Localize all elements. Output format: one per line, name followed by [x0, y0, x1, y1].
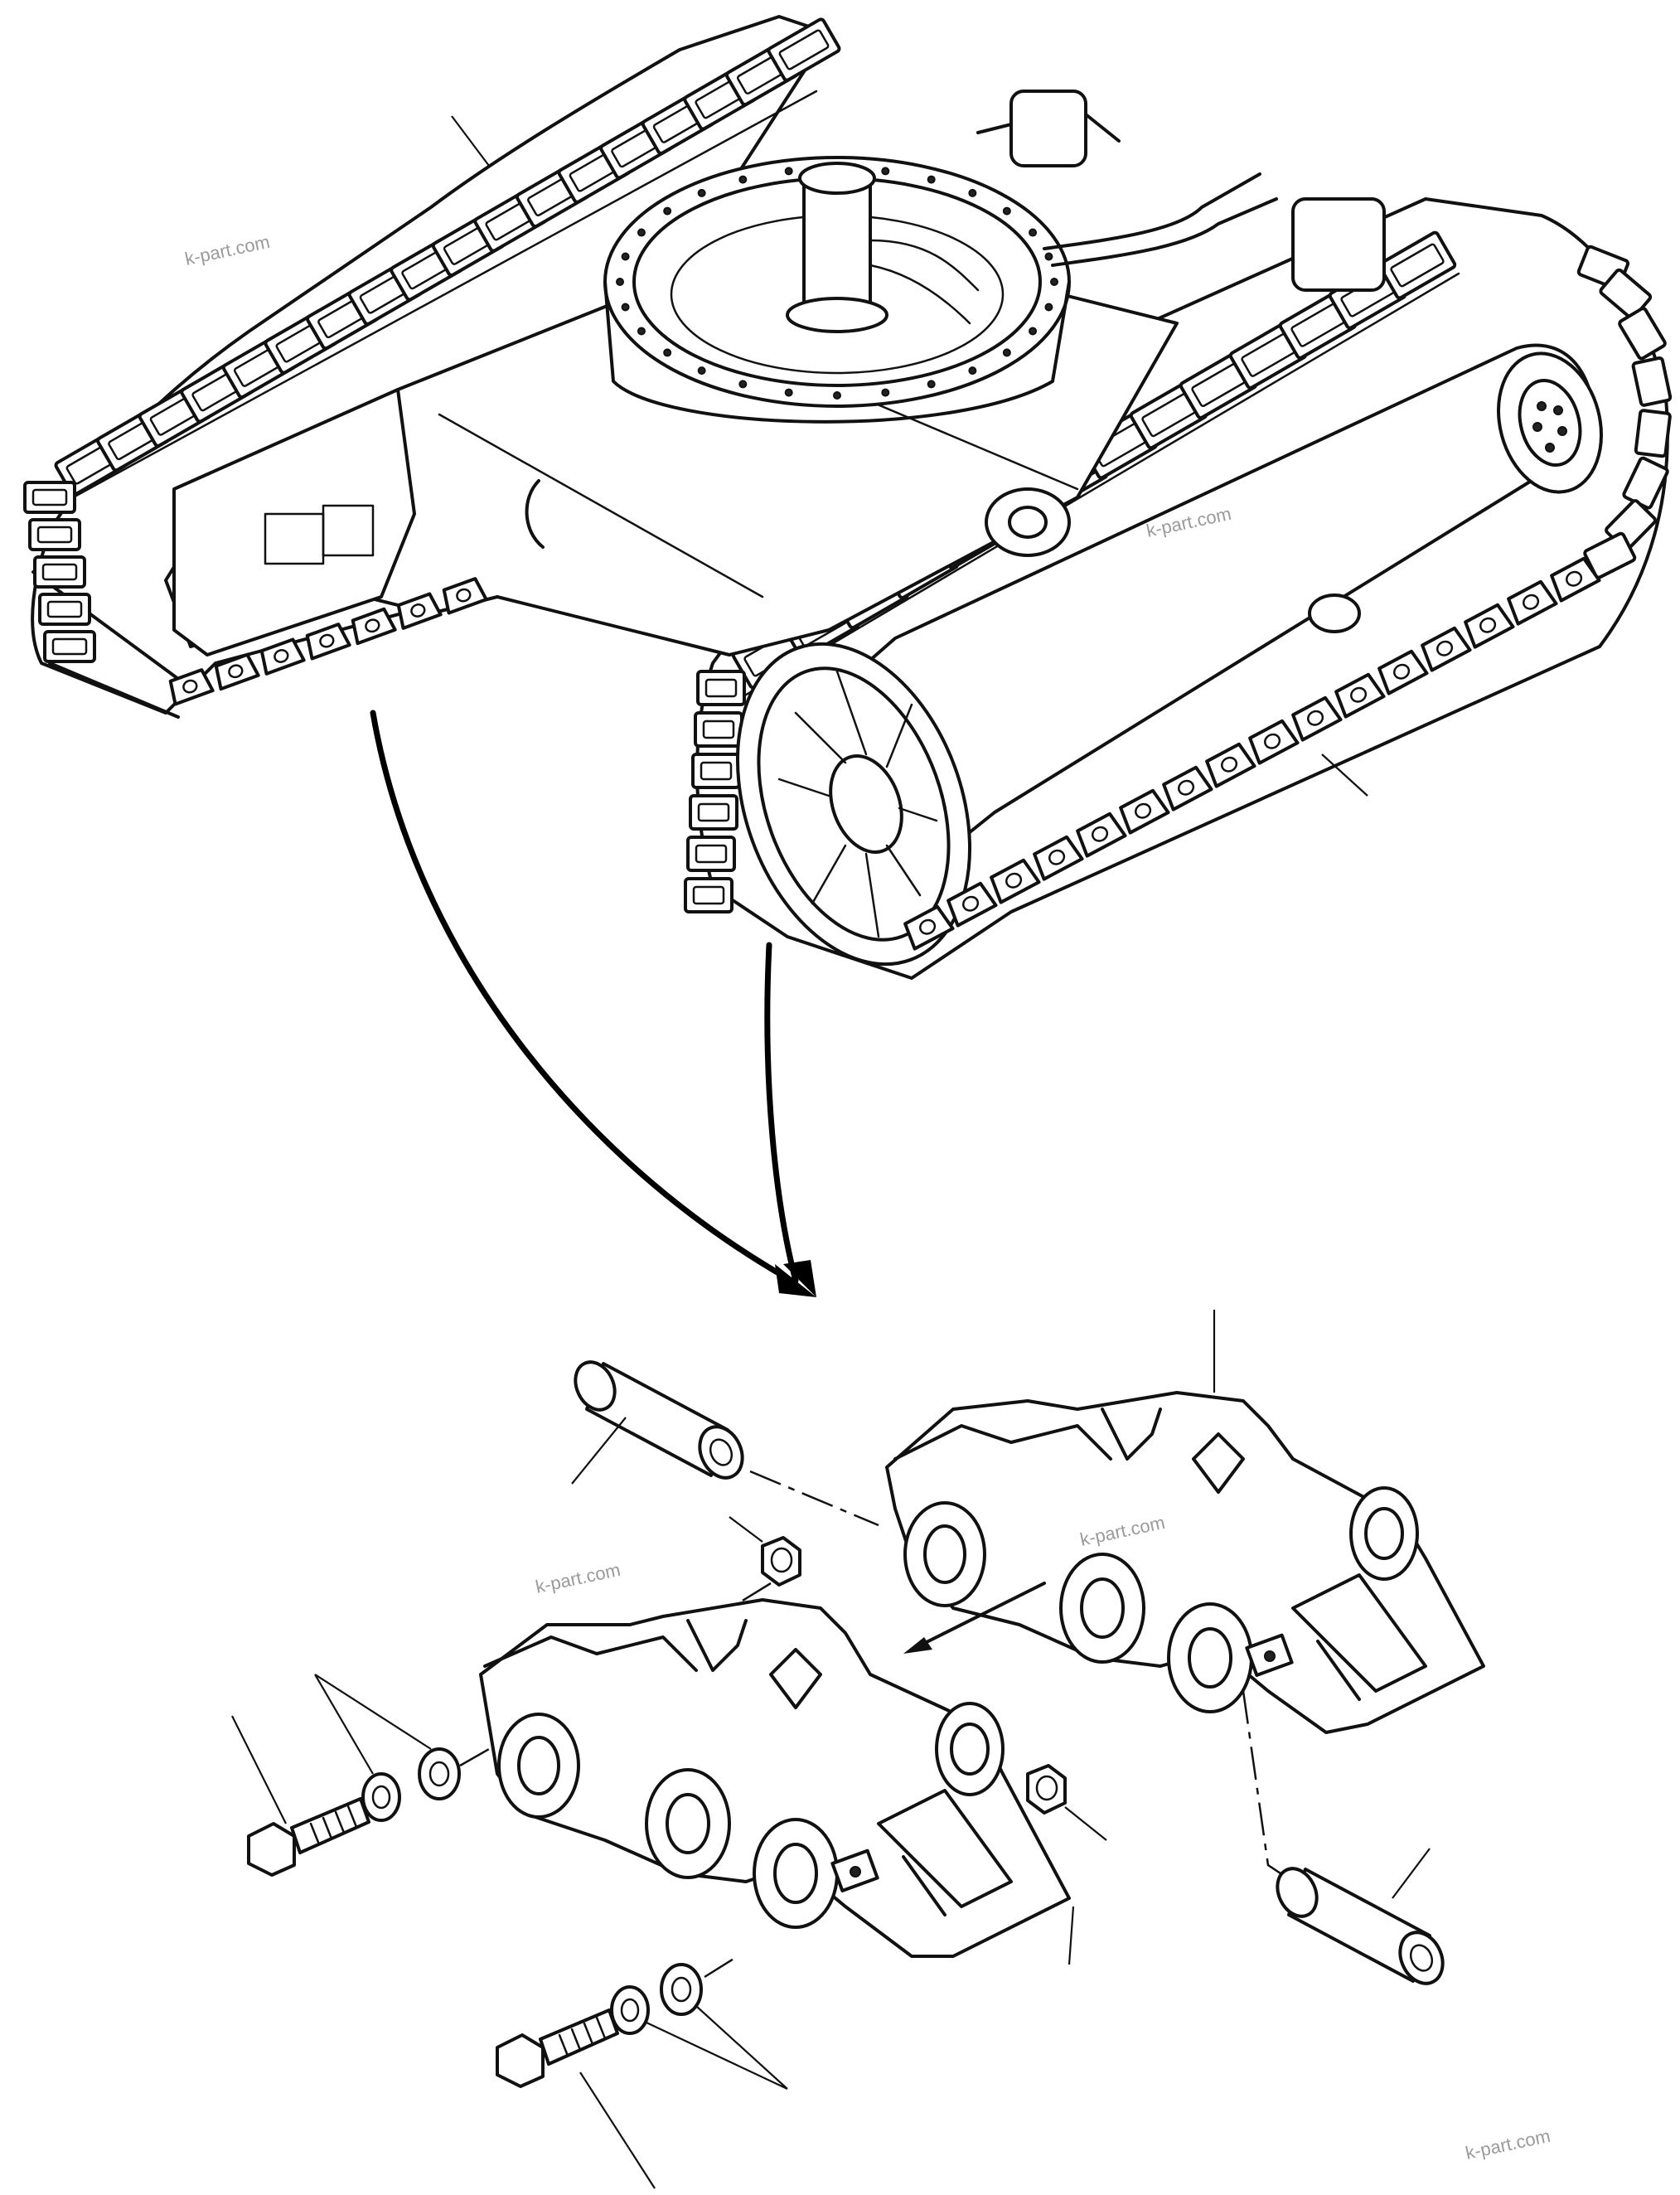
track-shoe [696, 670, 746, 706]
washers-lower [610, 1963, 703, 2035]
roller-tooth [259, 637, 306, 676]
roller-tooth [947, 881, 998, 928]
left-track-frame-end [172, 388, 416, 657]
roller-tooth [1464, 603, 1515, 649]
arrow-head [783, 1260, 816, 1297]
roller-tooth [1076, 812, 1127, 858]
track-pin-lower [1276, 1867, 1445, 1985]
bolt-middle [247, 1797, 370, 1877]
track-shoe [28, 518, 81, 551]
track-shoe [689, 794, 738, 831]
idler-wheel [735, 642, 972, 967]
drive-sprocket [1497, 351, 1603, 494]
roller-tooth [351, 607, 397, 646]
roller-tooth [1377, 649, 1429, 695]
track-pin-upper [574, 1360, 744, 1480]
roller-tooth [903, 904, 955, 951]
roller-tooth [396, 592, 443, 630]
detail-arrows [370, 710, 816, 1297]
watermark: k-part.com [1464, 2125, 1552, 2164]
nut-upper [761, 1536, 801, 1587]
track-shoe [1634, 409, 1672, 458]
track-shoe [1377, 230, 1457, 300]
track-shoe [1631, 356, 1673, 407]
roller-tooth [990, 858, 1041, 904]
bolt-lower [496, 2008, 619, 2088]
track-link-upper [885, 1391, 1485, 1734]
roller-tooth [1205, 742, 1256, 788]
roller-tooth [1291, 695, 1343, 742]
carrier-roller [985, 487, 1361, 633]
watermark: k-part.com [183, 231, 272, 269]
track-shoe [691, 753, 741, 789]
track-shoe [767, 17, 841, 82]
track-shoe [694, 711, 743, 748]
track-shoe [43, 630, 96, 663]
roller-tooth [1550, 556, 1601, 603]
nut-lower [1026, 1764, 1067, 1815]
roller-tooth [1421, 626, 1472, 672]
ring-bolts [616, 164, 1058, 400]
undercarriage-assembly [23, 15, 1673, 980]
track-shoe [38, 593, 91, 626]
watermark: k-part.com [534, 1559, 622, 1597]
roller-tooth [1033, 835, 1084, 881]
arrow-head [775, 1264, 816, 1297]
roller-tooth [168, 668, 215, 706]
roller-tooth [1507, 579, 1558, 626]
center-swivel-joint [786, 162, 980, 333]
roller-tooth [1334, 672, 1386, 719]
roller-tooth [442, 577, 488, 615]
left-track-shoes [23, 17, 841, 663]
roller-tooth [1162, 765, 1213, 812]
track-shoe [1618, 307, 1667, 361]
roller-tooth [1119, 788, 1170, 835]
track-shoe [23, 481, 76, 514]
track-link-detail [231, 1310, 1485, 2189]
roller-tooth [214, 652, 260, 691]
track-shoe [686, 836, 736, 872]
washers-middle [361, 1747, 461, 1822]
track-shoe [33, 555, 86, 589]
roller-tooth [305, 623, 351, 661]
track-shoe [684, 877, 733, 913]
hydraulic-hoses [976, 90, 1386, 292]
track-rollers [168, 556, 1601, 951]
track-link-lower [479, 1598, 1071, 1958]
roller-tooth [1248, 719, 1300, 765]
